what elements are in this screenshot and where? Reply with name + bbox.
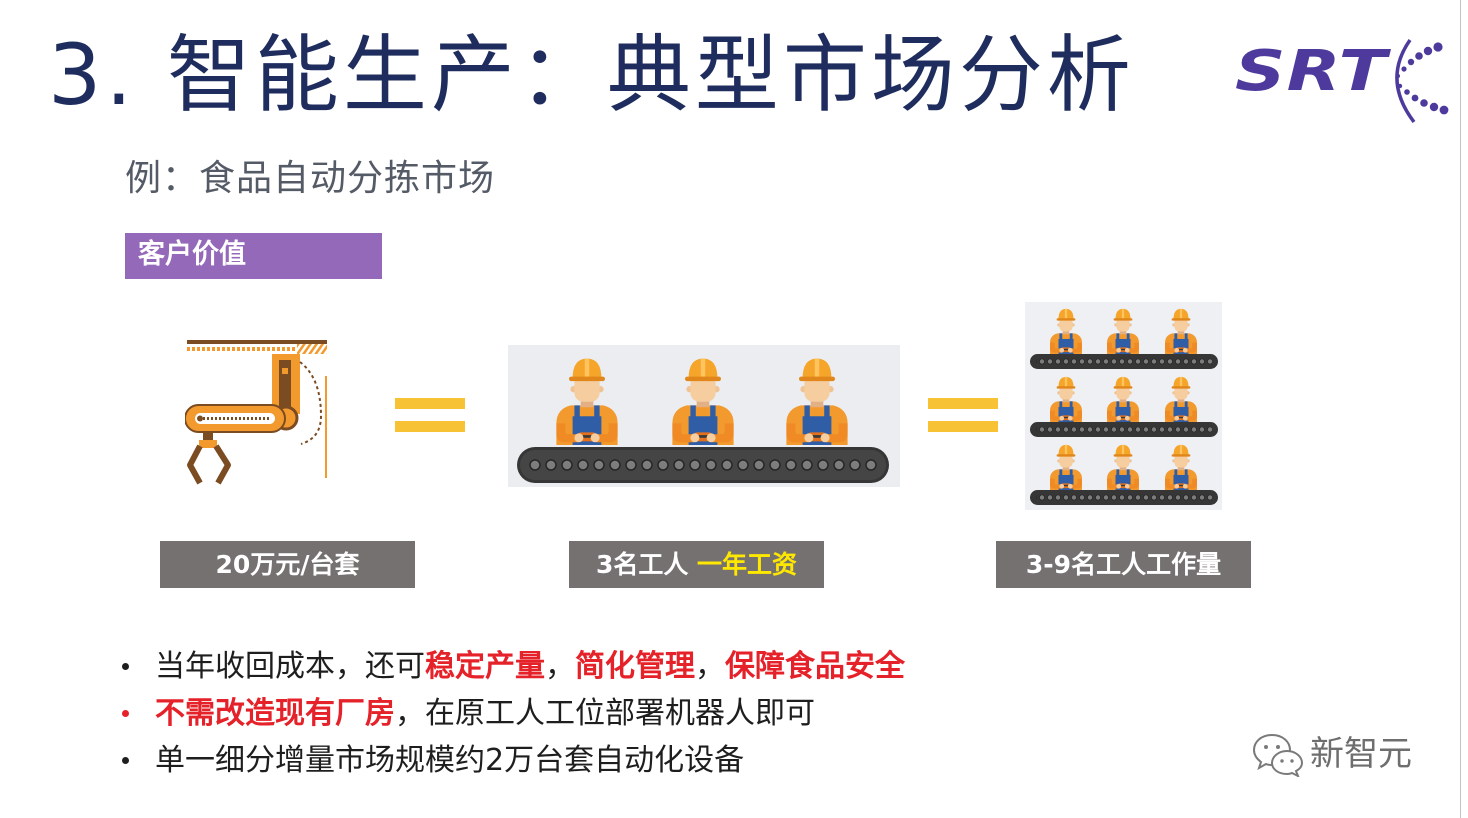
robot-price-text: 20万元/台套 bbox=[215, 550, 360, 579]
belt-rollers bbox=[1036, 354, 1212, 369]
nine-workers-drawing bbox=[1030, 308, 1218, 505]
workload-label: 3-9名工人工作量 bbox=[996, 541, 1251, 588]
worker-figure bbox=[1050, 308, 1082, 354]
logo-dot bbox=[1404, 89, 1410, 95]
worker-salary-text: 3名工人 bbox=[595, 550, 698, 579]
wechat-eye bbox=[1290, 759, 1294, 763]
bullet-text: ，在原工人工位部署机器人即可 bbox=[395, 696, 815, 731]
bullet-dot bbox=[122, 663, 129, 670]
equals-bar bbox=[395, 421, 465, 432]
workload-text: 3-9名工人工作量 bbox=[1025, 550, 1222, 579]
logo-dot bbox=[1411, 94, 1419, 102]
worker-figure bbox=[672, 358, 734, 445]
worker-figure bbox=[1165, 308, 1197, 354]
logo-wordmark: SRT bbox=[1235, 39, 1388, 104]
worker-figure bbox=[1165, 376, 1197, 422]
logo-dot bbox=[1396, 74, 1400, 78]
bullet-text: ， bbox=[545, 649, 575, 684]
section-label-customer-value: 客户价值 bbox=[125, 233, 382, 279]
worker-figure bbox=[556, 358, 618, 445]
bullet-item: 不需改造现有厂房，在原工人工位部署机器人即可 bbox=[118, 690, 1018, 737]
bullet-item: 单一细分增量市场规模约2万台套自动化设备 bbox=[118, 737, 1018, 784]
robot-rail-end bbox=[297, 344, 327, 354]
conveyor-belt bbox=[1030, 490, 1218, 505]
robot-column-detail bbox=[282, 368, 288, 374]
equals-bar bbox=[395, 398, 465, 409]
bullet-dot bbox=[122, 757, 129, 764]
robot-claw-right bbox=[213, 444, 231, 485]
slide-edge-border bbox=[1460, 0, 1461, 818]
robot-beam-bolt bbox=[197, 415, 203, 422]
logo-dot bbox=[1423, 46, 1433, 56]
bullet-text: ， bbox=[695, 649, 725, 684]
worker-figure bbox=[1107, 444, 1139, 490]
robot-gripper-stem bbox=[203, 432, 213, 442]
logo-dot bbox=[1401, 66, 1407, 72]
worker-figure bbox=[1165, 444, 1197, 490]
worker-figure bbox=[1107, 308, 1139, 354]
conveyor-belt bbox=[1030, 422, 1218, 437]
watermark-text: 新智元 bbox=[1310, 734, 1412, 774]
logo-arc bbox=[1395, 38, 1416, 124]
key-points-list: 当年收回成本，还可稳定产量，简化管理，保障食品安全 不需改造现有厂房，在原工人工… bbox=[118, 643, 1018, 784]
robot-gripper-head bbox=[199, 440, 217, 448]
robot-claw-left bbox=[187, 444, 203, 485]
logo-dot bbox=[1397, 83, 1403, 89]
logo-dot bbox=[1439, 105, 1449, 115]
conveyor-belt bbox=[517, 447, 889, 483]
srt-swirl-logo-mark bbox=[1395, 38, 1449, 124]
equals-bar bbox=[928, 398, 998, 409]
logo-dot bbox=[1429, 102, 1439, 112]
bullet-text: 单一细分增量市场规模约2万台套自动化设备 bbox=[155, 743, 745, 778]
robot-column-core bbox=[279, 360, 291, 408]
robot-top-rail bbox=[187, 340, 327, 344]
bullet-text: 当年收回成本，还可 bbox=[155, 649, 425, 684]
nine-workers-conveyors-icon bbox=[1025, 302, 1222, 510]
three-workers-conveyor-icon bbox=[508, 345, 900, 487]
slide-title: 3. 智能生产：典型市场分析 bbox=[48, 26, 1135, 124]
wechat-eye bbox=[1280, 759, 1284, 763]
srt-logo: SRT bbox=[1232, 38, 1454, 132]
bullet-emphasis: 保障食品安全 bbox=[725, 649, 905, 684]
three-workers-drawing bbox=[517, 358, 889, 483]
equals-icon bbox=[395, 398, 465, 432]
belt-rollers bbox=[527, 447, 879, 483]
wechat-bubble-small bbox=[1270, 749, 1304, 779]
watermark: 新智元 bbox=[1252, 731, 1427, 779]
logo-dot bbox=[1433, 42, 1443, 52]
belt-rollers bbox=[1036, 490, 1212, 505]
logo-dot bbox=[1407, 58, 1415, 66]
logo-dot bbox=[1420, 99, 1428, 107]
equals-icon bbox=[928, 398, 998, 432]
wechat-eye bbox=[1276, 745, 1280, 749]
worker-salary-highlight: 一年工资 bbox=[697, 550, 798, 579]
wechat-icon bbox=[1252, 733, 1304, 779]
bullet-emphasis: 简化管理 bbox=[575, 649, 695, 684]
bullet-item: 当年收回成本，还可稳定产量，简化管理，保障食品安全 bbox=[118, 643, 1018, 690]
bullet-emphasis: 不需改造现有厂房 bbox=[155, 696, 395, 731]
robot-cable bbox=[299, 361, 323, 445]
slide-subtitle: 例：食品自动分拣市场 bbox=[125, 158, 496, 199]
worker-salary-label: 3名工人 一年工资 bbox=[569, 541, 824, 588]
worker-figure bbox=[1050, 444, 1082, 490]
worker-figure bbox=[1050, 376, 1082, 422]
robot-price-label: 20万元/台套 bbox=[160, 541, 415, 588]
conveyor-belt bbox=[1030, 354, 1218, 369]
worker-figure bbox=[1107, 376, 1139, 422]
wechat-eye bbox=[1264, 745, 1268, 749]
equals-bar bbox=[928, 421, 998, 432]
bullet-dot bbox=[122, 710, 129, 717]
bullet-emphasis: 稳定产量 bbox=[425, 649, 545, 684]
belt-rollers bbox=[1036, 422, 1212, 437]
robot-arm-icon bbox=[185, 340, 327, 485]
logo-dot bbox=[1415, 52, 1423, 60]
worker-figure bbox=[786, 358, 848, 445]
